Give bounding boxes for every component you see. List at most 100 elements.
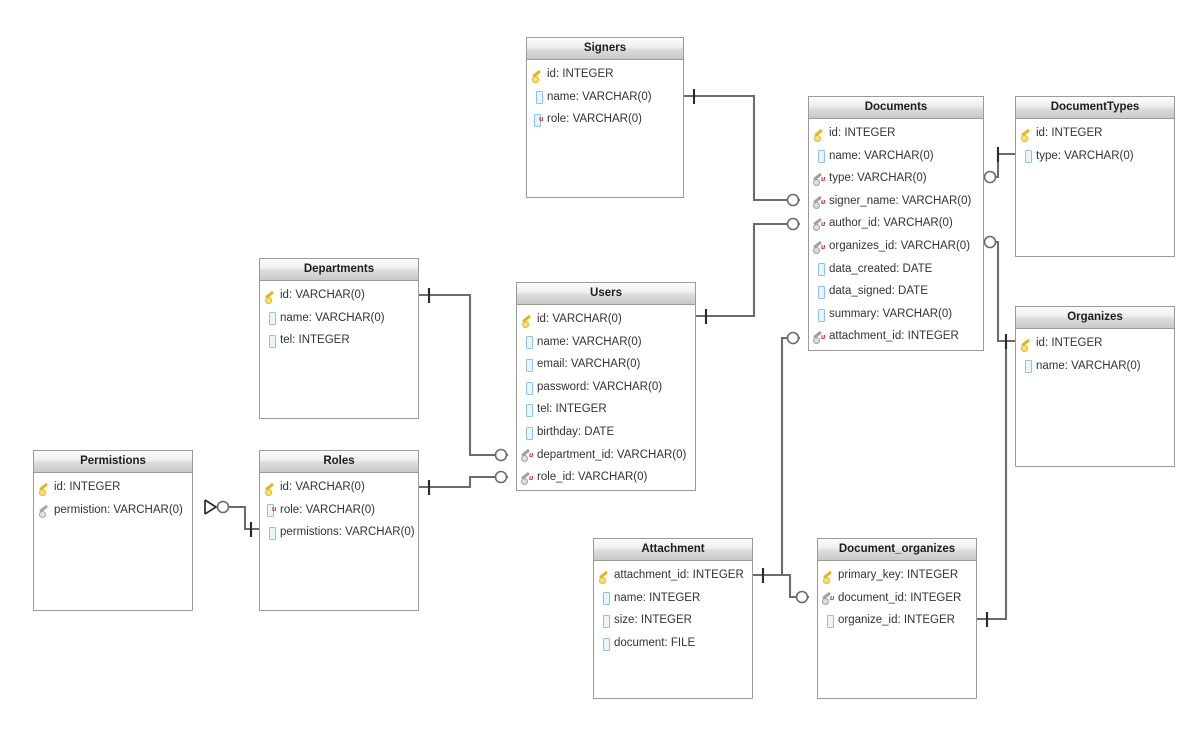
primary-key-icon	[1021, 337, 1034, 352]
zero-marker-documents-signer	[786, 193, 800, 207]
column-label: name: INTEGER	[614, 591, 701, 604]
foreign-key-icon: u	[813, 217, 827, 232]
column-label: data_created: DATE	[829, 262, 933, 275]
column-label: signer_name: VARCHAR(0)	[829, 194, 972, 207]
entity-table-roles[interactable]: Roles id: VARCHAR(0) role: VARCHAR(0) pe…	[259, 450, 419, 611]
column-label: primary_key: INTEGER	[838, 569, 959, 581]
column-row[interactable]: id: VARCHAR(0)	[260, 284, 418, 307]
column-row[interactable]: type: VARCHAR(0)	[1016, 145, 1174, 168]
column-row[interactable]: id: VARCHAR(0)	[260, 476, 418, 499]
zero-marker-users-role	[494, 470, 508, 484]
column-label: name: VARCHAR(0)	[280, 311, 385, 324]
entity-title-signers: Signers	[527, 38, 683, 60]
entity-columns-roles: id: VARCHAR(0) role: VARCHAR(0) permisti…	[260, 473, 418, 544]
unique-key-icon	[39, 503, 52, 519]
column-label: attachment_id: INTEGER	[614, 569, 744, 581]
column-row[interactable]: id: INTEGER	[527, 63, 683, 86]
foreign-key-icon: u	[813, 240, 827, 254]
column-row[interactable]: data_created: DATE	[809, 258, 983, 281]
entity-table-documents[interactable]: Documents id: INTEGER name: VARCHAR(0) u…	[808, 96, 984, 351]
column-row[interactable]: name: VARCHAR(0)	[517, 331, 695, 354]
zero-marker-users-department	[494, 448, 508, 462]
entity-table-attachment[interactable]: Attachment attachment_id: INTEGER name: …	[593, 538, 753, 699]
column-icon	[522, 335, 535, 350]
entity-title-attachment: Attachment	[594, 539, 752, 561]
column-row[interactable]: data_signed: DATE	[809, 280, 983, 303]
column-row[interactable]: password: VARCHAR(0)	[517, 376, 695, 399]
column-row[interactable]: tel: INTEGER	[260, 329, 418, 352]
column-row[interactable]: name: INTEGER	[594, 587, 752, 610]
column-label: id: VARCHAR(0)	[280, 289, 365, 301]
column-label: data_signed: DATE	[829, 285, 928, 298]
column-icon	[599, 614, 612, 628]
column-label: email: VARCHAR(0)	[537, 358, 641, 371]
column-icon	[1021, 149, 1034, 164]
column-row[interactable]: id: INTEGER	[34, 476, 192, 499]
relationship-signers-documents	[684, 94, 800, 202]
column-row[interactable]: organize_id: INTEGER	[818, 609, 976, 632]
column-icon	[814, 262, 827, 277]
entity-table-organizes[interactable]: Organizes id: INTEGER name: VARCHAR(0)	[1015, 306, 1175, 467]
column-row[interactable]: name: VARCHAR(0)	[1016, 355, 1174, 378]
entity-table-document-organizes[interactable]: Document_organizes primary_key: INTEGER …	[817, 538, 977, 699]
column-row[interactable]: size: INTEGER	[594, 609, 752, 632]
column-row[interactable]: id: VARCHAR(0)	[517, 308, 695, 331]
column-label: organizes_id: VARCHAR(0)	[829, 239, 971, 252]
column-icon	[265, 526, 278, 540]
column-icon	[1021, 359, 1034, 374]
column-icon	[814, 149, 827, 164]
column-label: id: INTEGER	[1036, 127, 1103, 139]
column-label: name: VARCHAR(0)	[1036, 359, 1141, 372]
column-icon	[522, 381, 535, 395]
column-row[interactable]: role: VARCHAR(0)	[527, 108, 683, 131]
primary-key-icon	[599, 569, 612, 584]
column-label: document: FILE	[614, 636, 696, 649]
column-row[interactable]: attachment_id: INTEGER	[594, 564, 752, 587]
column-row[interactable]: id: INTEGER	[1016, 122, 1174, 145]
column-label: tel: INTEGER	[537, 403, 607, 416]
zero-marker-docorg-document	[795, 590, 809, 604]
column-row[interactable]: email: VARCHAR(0)	[517, 353, 695, 376]
column-row[interactable]: birthday: DATE	[517, 421, 695, 444]
column-label: size: INTEGER	[614, 614, 692, 627]
entity-table-users[interactable]: Users id: VARCHAR(0) name: VARCHAR(0) em…	[516, 282, 696, 491]
column-label: department_id: VARCHAR(0)	[537, 448, 687, 461]
column-label: attachment_id: INTEGER	[829, 330, 959, 343]
column-label: id: VARCHAR(0)	[537, 313, 622, 325]
column-row[interactable]: permistions: VARCHAR(0)	[260, 521, 418, 544]
column-row[interactable]: name: VARCHAR(0)	[527, 86, 683, 109]
column-label: id: INTEGER	[54, 481, 121, 493]
column-row[interactable]: permistion: VARCHAR(0)	[34, 499, 192, 522]
column-row[interactable]: name: VARCHAR(0)	[260, 307, 418, 330]
column-row[interactable]: id: INTEGER	[809, 122, 983, 145]
column-row[interactable]: id: INTEGER	[1016, 332, 1174, 355]
entity-columns-documenttypes: id: INTEGER type: VARCHAR(0)	[1016, 119, 1174, 167]
entity-title-departments: Departments	[260, 259, 418, 281]
entity-table-departments[interactable]: Departments id: VARCHAR(0) name: VARCHAR…	[259, 258, 419, 419]
column-row[interactable]: primary_key: INTEGER	[818, 564, 976, 587]
foreign-key-icon: u	[813, 330, 827, 345]
relationship-users-documents	[696, 222, 800, 318]
entity-table-signers[interactable]: Signers id: INTEGER name: VARCHAR(0) rol…	[526, 37, 684, 198]
column-row[interactable]: tel: INTEGER	[517, 398, 695, 421]
column-row[interactable]: document: FILE	[594, 632, 752, 655]
column-row[interactable]: role: VARCHAR(0)	[260, 499, 418, 522]
entity-table-documenttypes[interactable]: DocumentTypes id: INTEGER type: VARCHAR(…	[1015, 96, 1175, 257]
column-label: id: INTEGER	[829, 127, 896, 139]
column-label: name: VARCHAR(0)	[537, 335, 642, 348]
column-row[interactable]: summary: VARCHAR(0)	[809, 303, 983, 326]
column-row[interactable]: name: VARCHAR(0)	[809, 145, 983, 168]
primary-key-icon	[39, 481, 52, 496]
entity-table-permistions[interactable]: Permistions id: INTEGER permistion: VARC…	[33, 450, 193, 611]
primary-key-icon	[532, 68, 545, 83]
